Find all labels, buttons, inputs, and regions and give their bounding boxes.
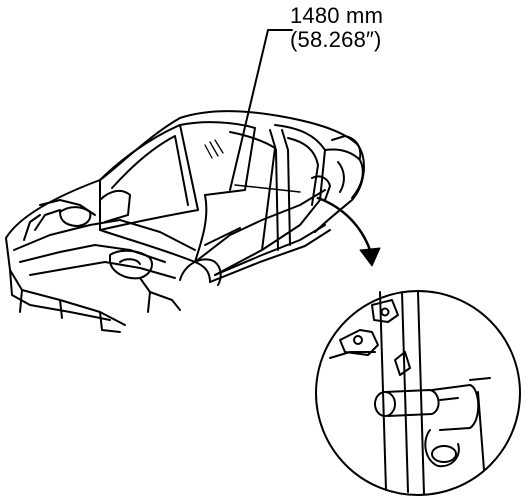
- dimension-imperial: (58.268″): [290, 27, 382, 52]
- dimension-metric: 1480 mm: [290, 3, 384, 28]
- detail-arrow: [316, 196, 381, 267]
- dimension-callout: 1480 mm (58.268″): [290, 4, 383, 52]
- measurement-line: [234, 184, 301, 193]
- car-body-shell: [5, 110, 365, 333]
- detail-inset: [315, 290, 521, 496]
- leader-line: [229, 29, 293, 191]
